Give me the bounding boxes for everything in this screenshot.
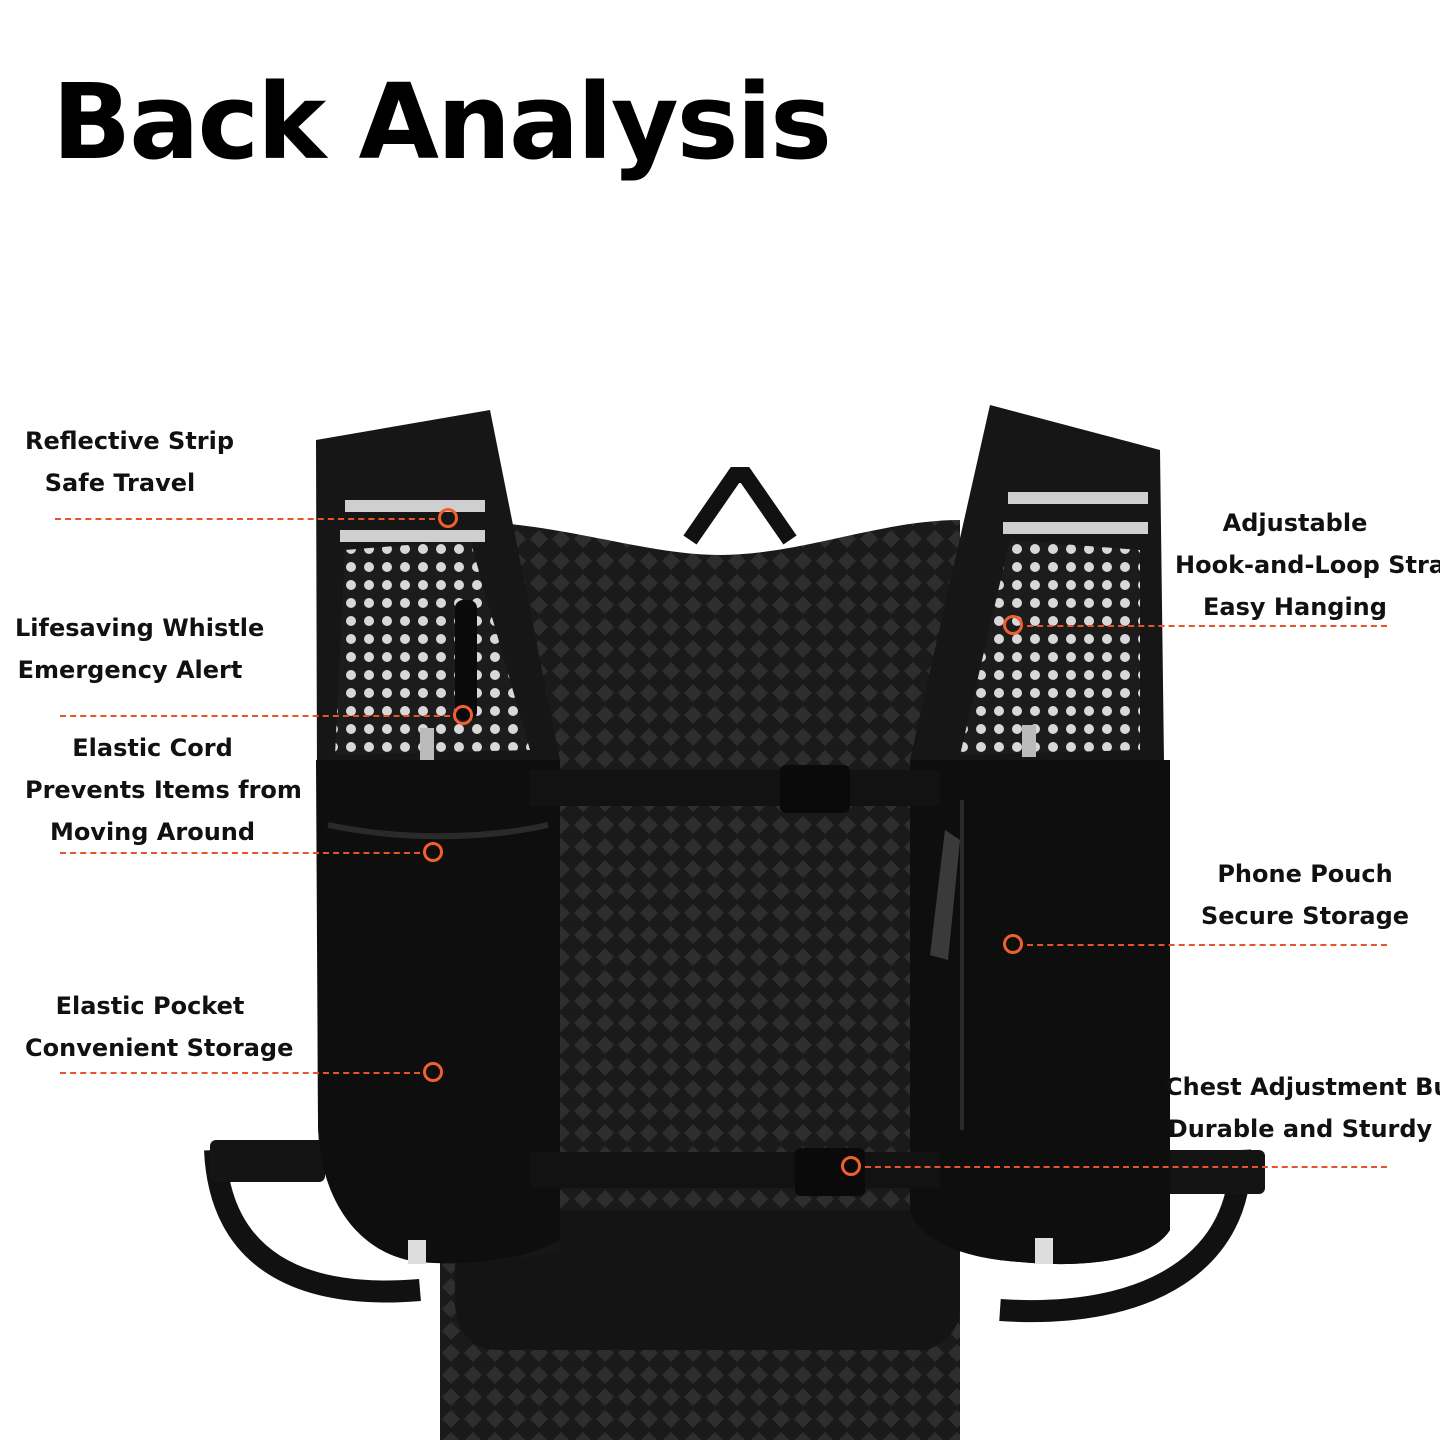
top-handle (683, 467, 797, 545)
callout-buckle-line1: Chest Adjustment Buckle (1165, 1073, 1440, 1101)
marker-pocket (423, 1062, 443, 1082)
zipper-pull (930, 830, 960, 960)
left-reflective-strip-1 (345, 500, 485, 512)
upper-chest-strap (530, 770, 940, 806)
marker-whistle (453, 705, 473, 725)
leader-line-pocket (60, 1072, 420, 1074)
callout-pocket-line1: Elastic Pocket (55, 992, 245, 1020)
marker-strap (1003, 615, 1023, 635)
callout-phone-line1: Phone Pouch (1217, 860, 1393, 888)
left-reflective-strip-2 (340, 530, 485, 542)
left-side-strap (204, 1149, 421, 1303)
callout-cord-line1: Elastic Cord (72, 734, 233, 762)
leader-line-whistle (60, 715, 450, 717)
whistle (455, 600, 477, 720)
callout-adjustable-strap: Adjustable Hook-and-Loop Strap Easy Hang… (1175, 502, 1440, 628)
marker-cord (423, 842, 443, 862)
upper-chest-buckle (780, 765, 850, 813)
callout-strap-line3: Easy Hanging (1203, 593, 1387, 621)
callout-strap-line2: Hook-and-Loop Strap (1175, 551, 1440, 579)
lower-chest-strap (530, 1152, 940, 1188)
marker-buckle (841, 1156, 861, 1176)
right-reflective-strip-1 (1008, 492, 1148, 504)
left-shoulder-mesh (335, 540, 530, 755)
callout-cord-line2: Prevents Items from (25, 776, 302, 804)
callout-chest-buckle: Chest Adjustment Buckle Durable and Stur… (1165, 1066, 1440, 1150)
right-pocket (910, 760, 1170, 1265)
marker-reflective (438, 508, 458, 528)
callout-phone-pouch: Phone Pouch Secure Storage (1195, 853, 1415, 937)
callout-buckle-line2: Durable and Sturdy (1167, 1115, 1433, 1143)
callout-elastic-pocket: Elastic Pocket Convenient Storage (25, 985, 294, 1069)
leader-line-cord (60, 852, 420, 854)
callout-whistle: Lifesaving Whistle Emergency Alert (15, 607, 265, 691)
leader-line-phone (1027, 944, 1387, 946)
callout-whistle-line1: Lifesaving Whistle (15, 614, 265, 642)
callout-strap-line1: Adjustable (1222, 509, 1368, 537)
leader-line-reflective (55, 518, 435, 520)
right-reflective-strip-2 (1003, 522, 1148, 534)
callout-reflective-line2: Safe Travel (44, 469, 196, 497)
page-title: Back Analysis (52, 61, 832, 183)
callout-elastic-cord: Elastic Cord Prevents Items from Moving … (25, 727, 302, 853)
back-bottom-panel (455, 1210, 960, 1350)
leader-line-buckle (865, 1166, 1387, 1168)
callout-cord-line3: Moving Around (49, 818, 256, 846)
right-side-buckle (1150, 1150, 1265, 1194)
callout-whistle-line2: Emergency Alert (17, 656, 243, 684)
callout-reflective-line1: Reflective Strip (25, 427, 235, 455)
left-pocket (316, 760, 560, 1264)
marker-phone (1003, 934, 1023, 954)
right-shoulder-mesh (960, 540, 1140, 755)
leader-line-strap (1027, 625, 1387, 627)
left-side-buckle (210, 1140, 325, 1182)
callout-phone-line2: Secure Storage (1200, 902, 1410, 930)
callout-pocket-line2: Convenient Storage (25, 1034, 294, 1062)
callout-reflective-strip: Reflective Strip Safe Travel (25, 420, 235, 504)
